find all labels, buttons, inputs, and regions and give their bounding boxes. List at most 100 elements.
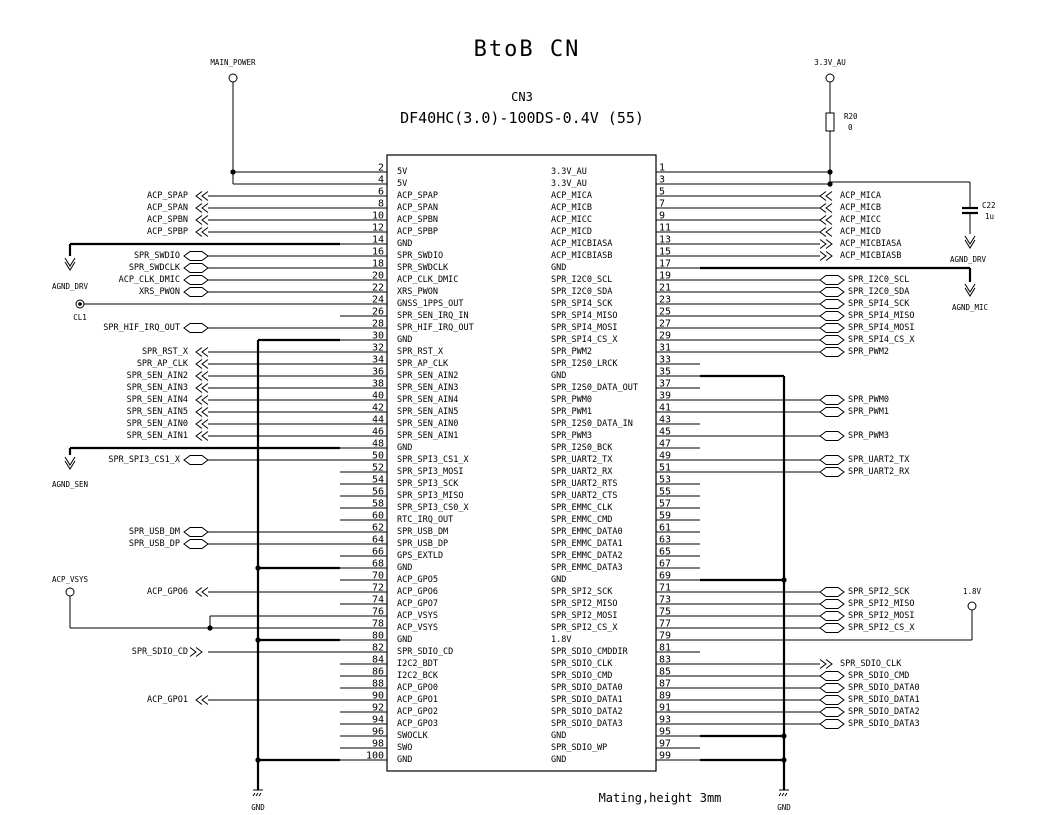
pin-number-right: 51 <box>659 463 671 474</box>
pin-name-right: GND <box>551 575 566 585</box>
pin-number-right: 85 <box>659 667 671 678</box>
pin-number-right: 75 <box>659 607 671 618</box>
pin-name-left: SPR_SEN_AIN4 <box>397 395 458 405</box>
pin-number-left: 78 <box>372 619 384 630</box>
net-label-right: SPR_PWM1 <box>848 407 889 417</box>
pin-name-left: SWO <box>397 743 412 753</box>
ground-symbol <box>784 792 788 797</box>
pin-name-right: SPR_PWM1 <box>551 407 592 417</box>
pin-number-right: 33 <box>659 355 671 366</box>
bidir-port-symbol <box>819 467 845 477</box>
pin-name-right: SPR_SPI2_SCK <box>551 587 613 597</box>
pin-number-left: 10 <box>372 211 384 222</box>
net-label-right: SPR_PWM3 <box>848 431 889 441</box>
pin-number-left: 80 <box>372 631 384 642</box>
pin-number-left: 64 <box>372 535 384 546</box>
output-port-symbol <box>195 695 209 705</box>
gnd-left-label: GND <box>251 803 265 812</box>
pin-name-left: GND <box>397 635 412 645</box>
pin-name-left: ACP_GPO0 <box>397 683 438 693</box>
output-port-symbol <box>195 203 209 213</box>
pin-name-right: SPR_UART2_RTS <box>551 479 618 489</box>
pin-name-left: GND <box>397 239 412 249</box>
pin-name-left: ACP_SPBP <box>397 227 438 237</box>
net-label-left: XRS_PWON <box>139 287 180 297</box>
pin-name-right: SPR_SDIO_DATA2 <box>551 707 623 717</box>
pin-name-right: SPR_SDIO_DATA1 <box>551 695 623 705</box>
r20-value: 0 <box>848 123 853 132</box>
pin-number-right: 1 <box>659 163 665 174</box>
pin-name-right: SPR_I2S0_BCK <box>551 443 613 453</box>
power-symbol-main-power: MAIN_POWER <box>210 58 256 83</box>
pin-number-right: 7 <box>659 199 665 210</box>
bidir-port-symbol <box>819 707 845 717</box>
pin-number-right: 55 <box>659 487 671 498</box>
net-label-left: SPR_AP_CLK <box>137 359 189 369</box>
net-label-right: ACP_MICD <box>840 227 881 237</box>
net-label-left: SPR_SEN_AIN2 <box>127 371 188 381</box>
pin-number-right: 73 <box>659 595 671 606</box>
pin-name-left: SPR_SEN_AIN2 <box>397 371 458 381</box>
net-label-right: ACP_MICB <box>840 203 881 213</box>
c22-refdes: C22 <box>982 201 996 210</box>
pin-name-right: ACP_MICA <box>551 191 592 201</box>
pin-name-right: SPR_EMMC_CMD <box>551 515 612 525</box>
net-label-left: ACP_SPAP <box>147 191 188 201</box>
pin-name-left: ACP_GPO5 <box>397 575 438 585</box>
pin-name-left: SPR_SWDIO <box>397 251 443 261</box>
pin-name-right: 1.8V <box>551 635 571 645</box>
pin-name-right: SPR_SPI2_MISO <box>551 599 618 609</box>
connector-part-number: DF40HC(3.0)-100DS-0.4V (55) <box>400 109 644 127</box>
pin-number-right: 81 <box>659 643 671 654</box>
pin-name-left: SPR_SEN_AIN3 <box>397 383 458 393</box>
pin-number-right: 91 <box>659 703 671 714</box>
junction-dot <box>781 577 787 583</box>
output-port-symbol <box>195 227 209 237</box>
pin-name-left: SPR_HIF_IRQ_OUT <box>397 323 474 333</box>
pin-number-left: 100 <box>366 751 384 762</box>
ground-symbol <box>778 792 782 797</box>
v33-au-label: 3.3V_AU <box>814 58 846 67</box>
bidir-port-symbol <box>819 455 845 465</box>
acp-vsys-label: ACP_VSYS <box>52 575 89 584</box>
pin-number-right: 29 <box>659 331 671 342</box>
agnd-sen-label: AGND_SEN <box>52 480 88 489</box>
pin-name-left: SPR_SWDCLK <box>397 263 449 273</box>
pin-name-left: GND <box>397 335 412 345</box>
pin-number-right: 97 <box>659 739 671 750</box>
pin-number-left: 8 <box>378 199 384 210</box>
net-label-right: ACP_MICA <box>840 191 881 201</box>
r20-refdes: R20 <box>844 112 858 121</box>
pin-name-right: GND <box>551 371 566 381</box>
net-label-left: SPR_SEN_AIN5 <box>127 407 188 417</box>
pin-name-right: SPR_SDIO_WP <box>551 743 607 753</box>
net-label-left: SPR_SEN_AIN1 <box>127 431 188 441</box>
pin-name-right: SPR_SPI2_CS_X <box>551 623 618 633</box>
pin-number-left: 28 <box>372 319 384 330</box>
pin-name-left: RTC_IRQ_OUT <box>397 515 453 525</box>
pin-number-right: 23 <box>659 295 671 306</box>
pin-name-left: GND <box>397 755 412 765</box>
output-port-symbol <box>819 215 833 225</box>
net-label-right: SPR_SPI2_MISO <box>848 599 915 609</box>
bidir-port-symbol <box>819 623 845 633</box>
net-label-left: SPR_SEN_AIN0 <box>127 419 188 429</box>
pin-number-left: 32 <box>372 343 384 354</box>
gnd-right-label: GND <box>777 803 791 812</box>
junction-dot <box>827 169 833 175</box>
pin-number-left: 82 <box>372 643 384 654</box>
pin-number-right: 15 <box>659 247 671 258</box>
pin-number-left: 22 <box>372 283 384 294</box>
pin-number-right: 31 <box>659 343 671 354</box>
symbols-layer <box>64 112 978 797</box>
net-label-right: SPR_I2C0_SCL <box>848 275 909 285</box>
output-port-symbol <box>819 191 833 201</box>
pin-number-left: 62 <box>372 523 384 534</box>
pin-number-right: 37 <box>659 379 671 390</box>
bidir-port-symbol <box>819 719 845 729</box>
agnd-drv-left-label: AGND_DRV <box>52 282 89 291</box>
net-label-right: SPR_PWM0 <box>848 395 889 405</box>
pin-number-left: 26 <box>372 307 384 318</box>
bidir-port-symbol <box>819 407 845 417</box>
